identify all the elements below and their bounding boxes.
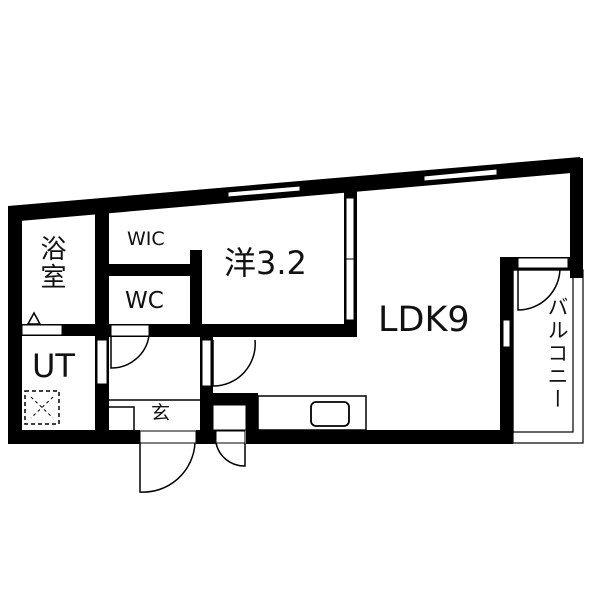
balcony-door-frame [517,257,569,269]
bottom-wall-left [8,430,140,444]
balcony-left-wall [500,257,513,444]
western-left-wall [190,250,202,335]
room-label-wic: WIC [127,228,165,250]
room-label-western: 洋3.2 [224,244,307,282]
bath-inner [22,224,95,324]
entry-door-frame [139,430,197,444]
washer-cross-1 [30,396,54,419]
room-label-wc: WC [125,288,164,314]
closet-door-swing [215,442,246,467]
wic-wc-wall [109,264,195,276]
entry-door-swing [139,442,196,493]
balcony-rail [512,269,574,433]
right-wall [570,158,583,278]
room-label-ldk: LDK9 [378,300,470,340]
room-label-ut: UT [32,347,75,385]
ldk-door-swing [212,339,256,387]
balcony-door-swing [517,267,561,311]
wc-door-swing [110,335,150,369]
kitchen-sink [310,401,350,427]
closet-wall [200,393,258,405]
closet-side-wall [246,393,258,444]
room-label-bath: 浴室 [36,235,66,291]
bath-door [21,324,63,336]
washer-cross-2 [30,396,54,419]
bath-right-wall [95,210,109,435]
washer-pan [24,390,60,425]
mid-horizontal-wall [109,324,357,337]
closet-door-frame [215,430,246,444]
balcony-window [502,319,511,348]
ut-door-slot [96,339,108,385]
entrance-box [109,406,135,430]
bottom-wall-right [258,430,513,444]
left-wall [8,206,22,444]
window-top-1 [227,185,301,198]
hall-door-slot [201,339,212,387]
wc-door-frame [110,324,150,337]
bath-door-marker [26,311,42,325]
room-label-entrance: 玄 [151,402,171,424]
room-label-balcony: バルコニー [545,296,569,411]
closet-inner [212,404,247,431]
window-top-2 [423,168,498,182]
